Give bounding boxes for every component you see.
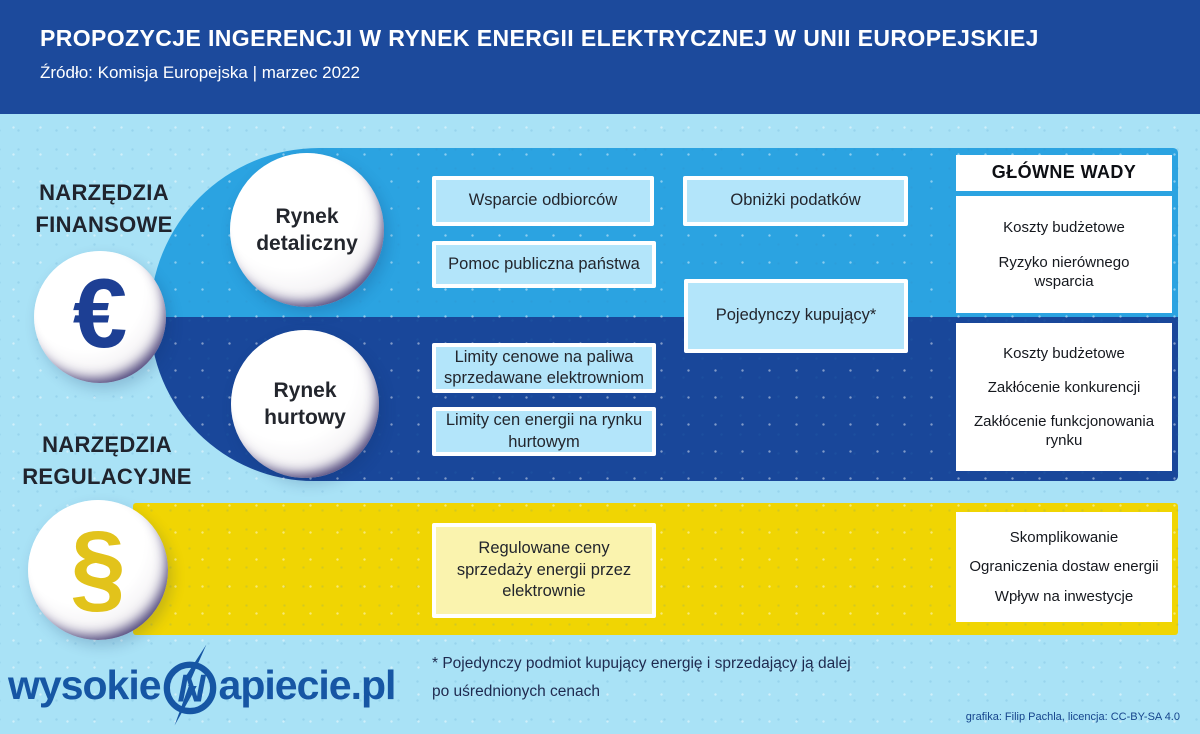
retail-market-label: Rynek detaliczny: [256, 204, 358, 255]
lightning-n-icon: N: [163, 644, 216, 726]
drawback-item: Koszty budżetowe: [1003, 344, 1125, 362]
footnote-line: * Pojedynczy podmiot kupujący energię i …: [432, 655, 851, 672]
measure-box-regulated-prices: Regulowane ceny sprzedaży energii przez …: [432, 523, 656, 618]
drawback-item: Koszty budżetowe: [1003, 218, 1125, 236]
measure-box-state-aid: Pomoc publiczna państwa: [432, 241, 656, 288]
paragraph-coin-icon: §: [28, 500, 168, 640]
drawback-item: Wpływ na inwestycje: [994, 587, 1134, 605]
wholesale-market-label: Rynek hurtowy: [264, 378, 346, 429]
paragraph-icon: §: [70, 510, 126, 623]
euro-coin-icon: €: [34, 251, 166, 383]
retail-market-bubble: Rynek detaliczny: [230, 153, 384, 307]
footnote-line: po uśrednionych cenach: [432, 682, 601, 700]
measure-box-wholesale-price-limits: Limity cen energii na rynku hurtowym: [432, 407, 656, 456]
wysokienapiecie-logo: wysokie N apiecie.pl: [8, 644, 397, 726]
drawback-item: Skomplikowanie: [1009, 528, 1119, 546]
measure-box-fuel-price-limits: Limity cenowe na paliwa sprzedawane elek…: [432, 343, 656, 393]
regulatory-tools-label: NARZĘDZIA REGULACYJNE: [22, 432, 192, 489]
measure-box-consumer-support: Wsparcie odbiorców: [432, 176, 654, 226]
financial-tools-label: NARZĘDZIA FINANSOWE: [35, 180, 173, 237]
drawbacks-title: GŁÓWNE WADY: [956, 155, 1172, 191]
svg-text:N: N: [177, 667, 206, 710]
header-bar: PROPOZYCJE INGERENCJI W RYNEK ENERGII EL…: [0, 0, 1200, 114]
drawbacks-financial-box: Koszty budżetowe Ryzyko nierównego wspar…: [956, 196, 1172, 313]
euro-icon: €: [72, 257, 128, 368]
drawbacks-wholesale-box: Koszty budżetowe Zakłócenie konkurencji …: [956, 323, 1172, 471]
measure-box-single-buyer: Pojedynczy kupujący*: [684, 279, 908, 353]
source-caption: Źródło: Komisja Europejska | marzec 2022: [40, 63, 361, 82]
single-buyer-footnote: * Pojedynczy podmiot kupujący energię i …: [432, 650, 851, 706]
logo-text-prefix: wysokie: [8, 661, 162, 708]
drawback-item: Zakłócenie konkurencji: [987, 378, 1141, 396]
page-title: PROPOZYCJE INGERENCJI W RYNEK ENERGII EL…: [40, 25, 1039, 51]
logo-text-suffix: apiecie.pl: [218, 661, 397, 708]
wholesale-market-bubble: Rynek hurtowy: [231, 330, 379, 478]
drawback-item: Zakłócenie funkcjonowania rynku: [973, 412, 1155, 450]
drawback-item: Ryzyko nierównego wsparcia: [998, 253, 1130, 291]
drawback-item: Ograniczenia dostaw energii: [969, 558, 1159, 576]
drawbacks-regulatory-box: Skomplikowanie Ograniczenia dostaw energ…: [956, 512, 1172, 622]
graphics-credit: grafika: Filip Pachla, licencja: CC-BY-S…: [965, 711, 1180, 723]
measure-box-tax-cuts: Obniżki podatków: [683, 176, 908, 226]
